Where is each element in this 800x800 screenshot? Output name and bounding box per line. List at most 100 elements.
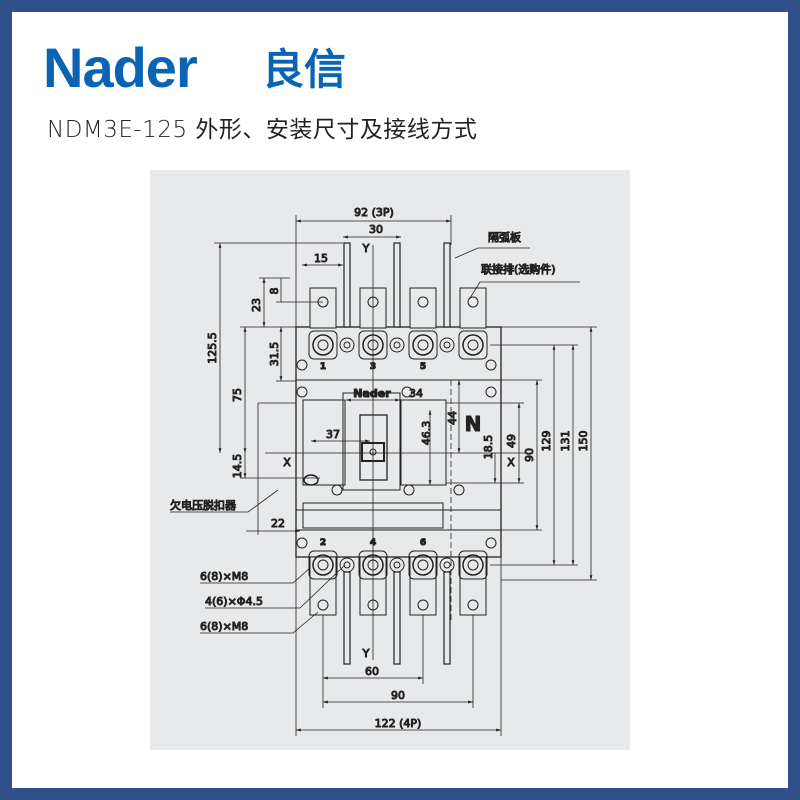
y-axis-label-bottom: Y [362,647,370,660]
cover-screw-center [393,341,401,349]
arc-barrier-bottom [393,571,401,665]
pole-label-5: 5 [420,362,426,372]
arc-barrier-top [343,242,351,328]
handle-window [342,392,401,491]
terminal-screw-icon [412,334,434,356]
pole-label-4: 4 [370,538,376,548]
mounting-screw-icon [296,359,308,371]
dim-handle-height: 46.3 [420,421,433,446]
cover-screw-center [443,341,451,349]
annotation-arc-barrier: 隔弧板 [488,230,521,244]
bottom-link-bar [459,556,487,616]
arc-barrier-bottom [343,571,351,665]
dim-90-vertical: 90 [523,448,536,462]
mounting-screw-icon [296,386,308,398]
dim-half-pitch: 15 [314,252,328,265]
terminal-housing [458,330,488,360]
drawing-panel [150,170,630,750]
dim-n-height: 44 [446,411,459,425]
mounting-screw-icon [401,386,413,398]
dim-to-axis: 75 [231,388,244,402]
dim-bottom-90: 90 [391,689,405,702]
dim-lug-height: 23 [250,298,263,312]
cover-screw-center [343,561,351,569]
x-axis-label-right: X [507,456,515,469]
pole-label-6: 6 [420,538,426,548]
terminal-screw-icon [312,334,334,356]
top-link-bar [309,287,337,329]
top-link-hole [467,296,479,308]
cover-screw-center [343,341,351,349]
terminal-housing [408,550,438,580]
dim-49: 49 [505,434,518,448]
y-axis-label-top: Y [362,242,370,255]
terminal-housing [308,330,338,360]
terminal-housing [408,330,438,360]
arc-barrier-bottom [443,571,451,665]
pole-label-2: 2 [320,538,326,548]
dim-handle-offset: 37 [326,428,340,441]
cover-screw-center [393,561,401,569]
top-link-bar [409,287,437,329]
bottom-link-bar [409,556,437,616]
brand-logo: Nader [43,36,198,99]
cover-screw-icon [339,337,355,353]
pole-label-3: 3 [370,362,376,372]
dim-150: 150 [577,431,590,452]
bottom-link-hole [317,599,329,611]
dim-terminal-block: 31.5 [268,342,281,367]
mounting-screw-icon [296,537,308,549]
cover-screw-icon [389,557,405,573]
breaker-body [295,326,502,558]
dim-pole-pitch: 30 [369,223,383,236]
terminal-screw-head [417,559,429,571]
cover-screw-icon [439,557,455,573]
terminal-housing [308,550,338,580]
annotation-undervoltage-release: 欠电压脱扣器 [170,498,236,512]
mounting-screw-icon [485,386,497,398]
terminal-screw-head [317,559,329,571]
dim-131: 131 [559,431,572,452]
mounting-screw-icon [485,537,497,549]
annotation-mount-hole: 4(6)×Φ4.5 [205,595,263,608]
arc-barrier-top [443,242,451,328]
mounting-screw-icon [331,484,343,496]
dim-bottom-60: 60 [365,665,379,678]
terminal-screw-head [467,339,479,351]
terminal-screw-icon [412,554,434,576]
dim-n-offset: 18.5 [482,435,495,460]
dim-width-4p: 122 (4P) [375,717,422,730]
dim-22: 22 [271,517,285,530]
terminal-screw-head [417,339,429,351]
terminal-screw-head [317,339,329,351]
dimension-labels: 92 (3P) 30 15 34 37 22 60 90 122 (4P) 12… [170,206,591,731]
dim-129: 129 [540,431,553,452]
terminal-screw-head [467,559,479,571]
dim-handle-width: 34 [409,387,423,400]
top-link-bar [459,287,487,329]
dim-hole-offset: 8 [268,288,281,295]
annotation-screw-bottom: 6(8)×M8 [200,620,248,633]
bottom-link-hole [417,599,429,611]
mounting-screw-icon [453,484,465,496]
terminal-housing [458,550,488,580]
top-link-hole [417,296,429,308]
terminal-screw-icon [462,554,484,576]
terminal-screw-icon [312,554,334,576]
bottom-link-hole [467,599,479,611]
terminal-screw-icon [462,334,484,356]
nameplate: Nader [353,387,391,400]
dim-axis-offset: 14.5 [231,454,244,479]
dim-overall-top: 125.5 [206,332,219,364]
mounting-screw-icon [485,359,497,371]
pole-label-1: 1 [320,362,326,372]
dim-width-3p: 92 (3P) [354,206,394,219]
undervoltage-release-icon [303,474,319,486]
x-axis-label-left: X [283,456,291,469]
brand-logo-chinese: 良信 [262,45,347,94]
annotation-screw-top: 6(8)×M8 [200,570,248,583]
annotation-link-bar: 联接排(选购件) [481,262,556,276]
mounting-screw-icon [403,484,415,496]
cover-screw-icon [439,337,455,353]
